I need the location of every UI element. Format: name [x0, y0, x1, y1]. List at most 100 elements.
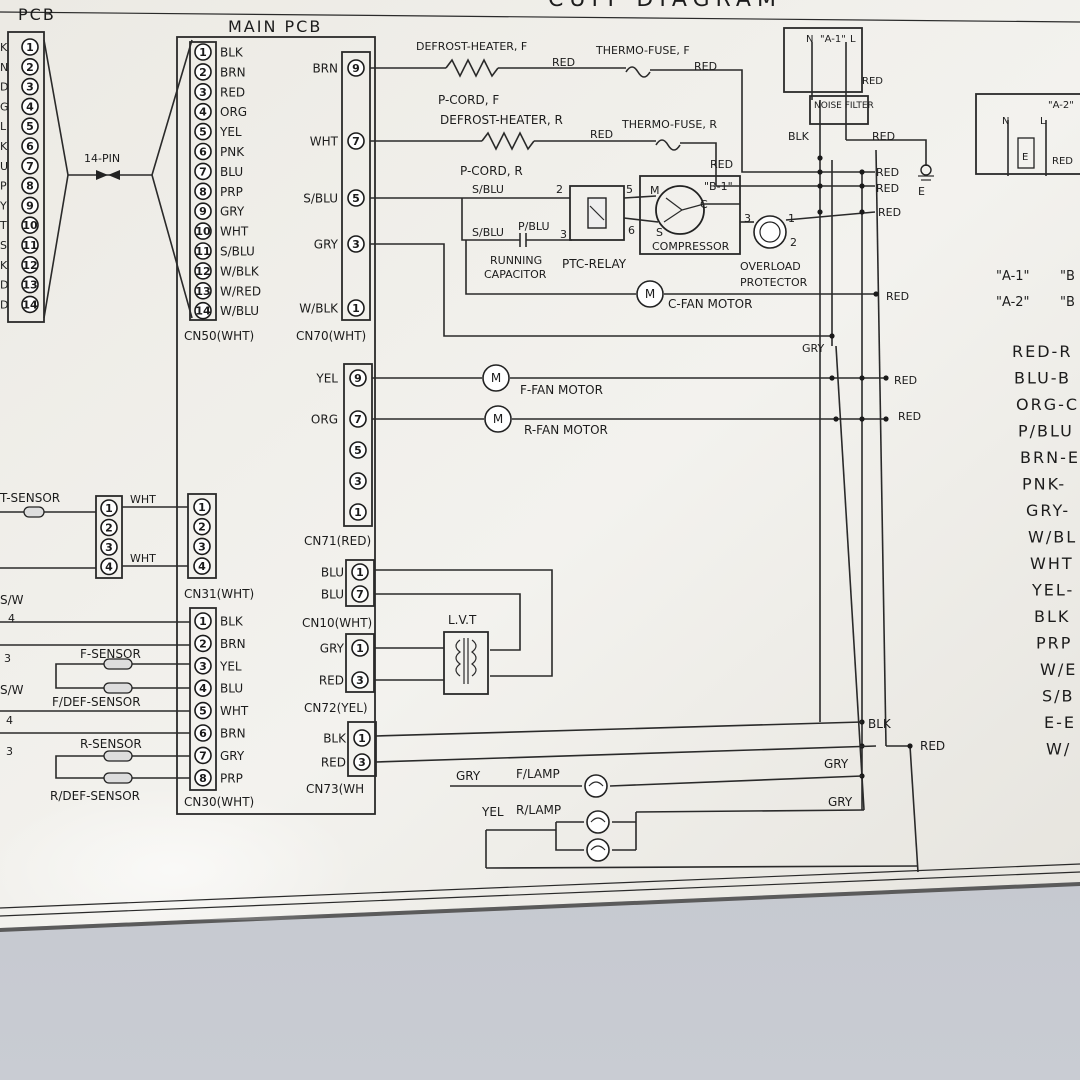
t-sensor-pin-3-number: 3	[105, 541, 113, 554]
junction-dots	[817, 155, 913, 779]
cn50-pin-9: 9	[194, 202, 212, 220]
p-cord-f-label: P-CORD, F	[438, 93, 499, 107]
t-sensor-pin-4-number: 4	[105, 561, 113, 574]
cn50-wire-14: W/BLU	[220, 304, 259, 318]
t-sensor-pin-4: 4	[100, 557, 118, 576]
junction-dot-11	[859, 375, 865, 381]
cn70-pin-2: 7	[347, 132, 365, 150]
cn50-wire-11: S/BLU	[220, 245, 255, 259]
cn31-pin-3-number: 3	[198, 540, 206, 553]
cn50-wire-5: YEL	[219, 125, 242, 139]
cn10-pin-1: 1	[351, 563, 369, 581]
cn72-wire-2: RED	[319, 674, 344, 688]
sw-label-top: S/W	[0, 593, 24, 607]
cn50-pin-3-number: 3	[199, 86, 207, 99]
cn31-pin-4: 4	[193, 557, 211, 575]
sw-num-4: 3	[6, 745, 13, 758]
sw-label-bottom: S/W	[0, 683, 24, 697]
cn50-connector	[189, 41, 217, 321]
legend-entry-2: BLU-B	[1014, 369, 1071, 388]
legend-entry-13: W/E	[1040, 660, 1077, 679]
cn50-wire-3: RED	[220, 85, 245, 99]
cn30-pin-2: 2	[194, 634, 212, 653]
defrost-heater-f-label: DEFROST-HEATER, F	[416, 40, 527, 53]
cn30-pin-7: 7	[194, 746, 212, 765]
cn50-pin-13-number: 13	[195, 285, 210, 298]
light-glare	[0, 640, 620, 920]
cn50-wire-1: BLK	[220, 46, 244, 60]
cn70-pin-3: 5	[347, 189, 365, 207]
left-edge-letter-10: T	[0, 219, 7, 232]
left-pin-1: 1	[21, 38, 39, 56]
legend-entry-1: RED-R	[1012, 342, 1072, 361]
thermo-fuse-f-label: THERMO-FUSE, F	[595, 44, 690, 57]
cn71-pin-3-number: 5	[354, 444, 362, 457]
wire-red-8: RED	[886, 290, 909, 303]
cn73-pin-1: 1	[353, 729, 371, 747]
cn30-connector	[189, 607, 217, 791]
a1-red: RED	[862, 76, 883, 87]
a2-l: L	[1040, 116, 1046, 127]
r-lamp-icon-1	[586, 810, 610, 834]
left-pin-4: 4	[21, 97, 39, 116]
cn50-pin-10-number: 10	[195, 225, 211, 238]
r-lamp-icon-2	[586, 838, 610, 862]
p-cord-r-label: P-CORD, R	[460, 164, 523, 178]
compressor-tag: "B-1"	[704, 180, 733, 193]
cn71-wire-1: YEL	[315, 372, 338, 386]
fourteen-pin-plug: 14-PIN	[43, 39, 193, 319]
cn70-wiring	[370, 58, 876, 337]
ref-a1: "A-1"	[996, 269, 1030, 284]
t-sensor-label: T-SENSOR	[0, 491, 60, 505]
cn70-pin-5: 1	[347, 299, 365, 317]
a1-n: N	[806, 34, 813, 45]
cn71-pin-1: 9	[349, 369, 367, 387]
cn31-name: CN31(WHT)	[184, 587, 254, 601]
junction-dot-3	[817, 183, 823, 189]
load-labels: DEFROST-HEATER, F THERMO-FUSE, F RED RED…	[416, 40, 808, 819]
cn70-wire-4: GRY	[314, 238, 339, 252]
left-edge-letter-13: D	[0, 279, 8, 292]
cn50-pin-14-number: 14	[195, 305, 211, 318]
cn71-pin-4-number: 3	[354, 475, 362, 488]
ref-b2: "B	[1060, 295, 1075, 310]
cn50-pin-14: 14	[194, 301, 212, 320]
cn72-pin-2-number: 3	[356, 674, 364, 687]
cn10-name: CN10(WHT)	[302, 616, 372, 630]
cn30-pin-2-number: 2	[199, 637, 207, 650]
cn50-pin-8: 8	[194, 182, 212, 201]
compressor-pin-s: S	[656, 226, 663, 239]
cn31-connector	[187, 493, 217, 579]
cn50-wire-10: WHT	[220, 225, 249, 239]
wire-red-9: RED	[894, 374, 917, 387]
cn50-pin-5-number: 5	[199, 126, 207, 139]
left-pin-14-number: 14	[22, 298, 38, 311]
cn10-pin-1-number: 1	[356, 566, 364, 579]
lamp-wiring	[375, 721, 877, 862]
cn30-pin-3: 3	[194, 656, 212, 675]
cn50-wire-8: PRP	[220, 185, 243, 199]
wire-red-5: RED	[876, 166, 899, 179]
c-fan-motor-icon	[636, 280, 664, 308]
olp-pin-1: 1	[788, 212, 795, 225]
left-pin-12-number: 12	[22, 259, 37, 272]
cn30-pin-1: 1	[194, 612, 212, 630]
wire-yel-lamp: YEL	[481, 805, 504, 819]
ref-b1: "B	[1060, 269, 1075, 284]
cn50-pin-6-number: 6	[199, 146, 207, 159]
ptc-relay-label: PTC-RELAY	[562, 257, 627, 271]
cn30-name: CN30(WHT)	[184, 795, 254, 809]
cn50-pin-7-number: 7	[199, 165, 207, 178]
left-pin-6-number: 6	[26, 140, 34, 153]
legend-entry-15: E-E	[1044, 713, 1076, 732]
cn71-pin-2-number: 7	[354, 413, 362, 426]
left-pin-13: 13	[21, 275, 39, 294]
compressor-box	[639, 175, 741, 255]
left-pin-10: 10	[21, 216, 39, 234]
wire-red-11: RED	[920, 739, 945, 753]
cn50-pin-3: 3	[194, 83, 212, 101]
